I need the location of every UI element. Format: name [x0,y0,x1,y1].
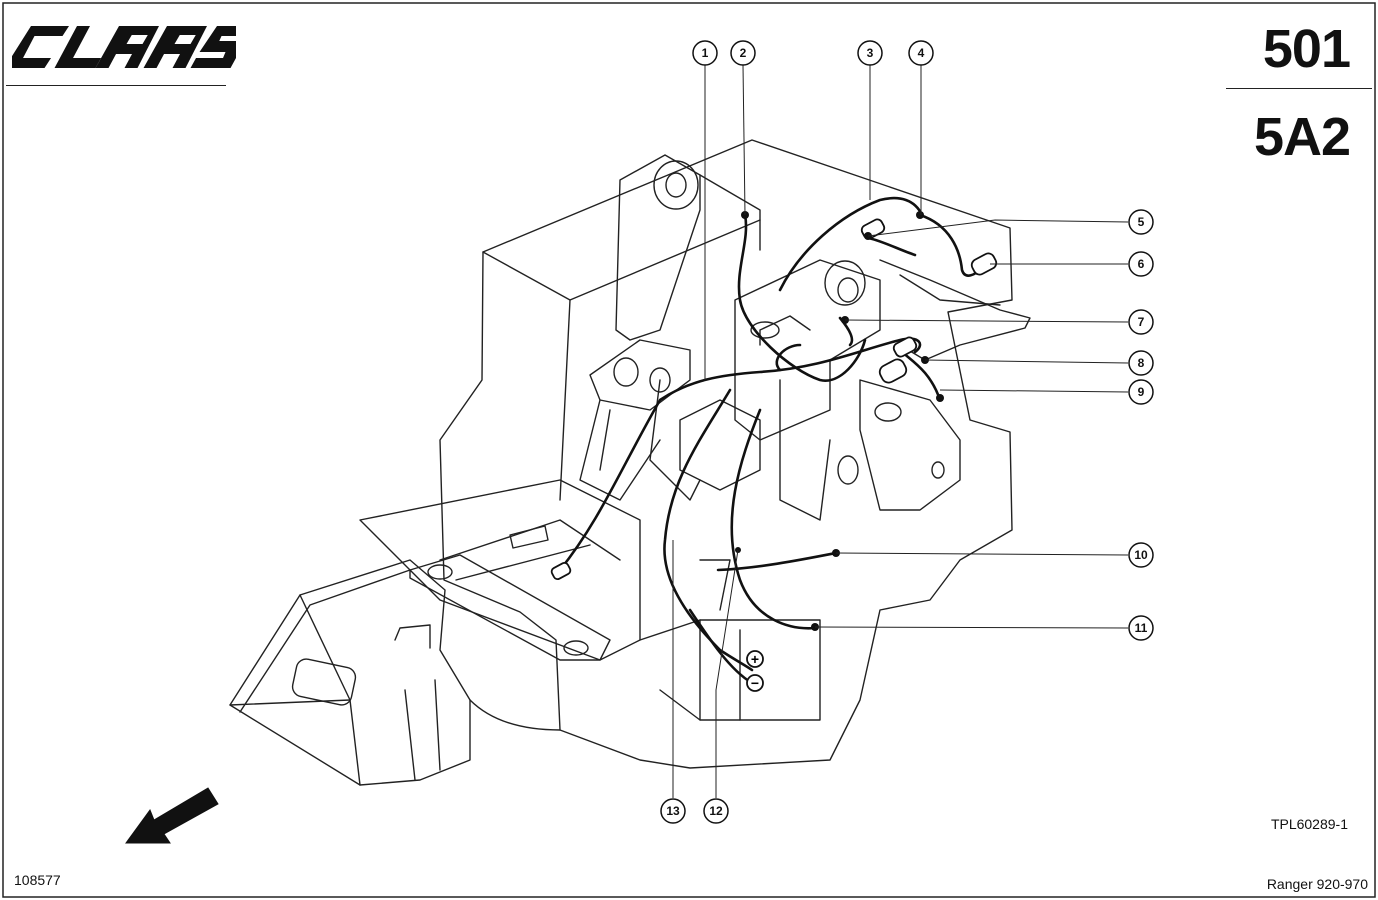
harness-upper [737,213,867,382]
battery-negative [746,674,764,692]
sensor-6 [970,252,998,276]
document-number: 108577 [14,872,61,888]
callout-10: 10 [1134,548,1148,562]
callout-7: 7 [1138,315,1145,329]
group-code: 501 [1262,19,1351,79]
code-divider [1226,88,1372,89]
harness-down [663,388,754,672]
harness-main [558,337,922,572]
right-arm [879,259,1031,361]
callout-11: 11 [1135,621,1148,635]
callout-12: 12 [709,804,723,818]
direction-arrow-icon [125,787,219,844]
front-nose [229,559,471,786]
sensor-8 [892,336,918,358]
cross-beam [409,554,611,661]
claas-logo [12,26,236,68]
callout-3: 3 [867,46,874,60]
subgroup-code: 5A2 [1253,107,1351,167]
housing-outline [439,139,1013,769]
positive-terminal-label: + [751,651,759,667]
callout-4: 4 [918,46,925,60]
battery-positive [746,650,764,668]
callout-8: 8 [1138,356,1145,370]
callout-6: 6 [1138,257,1145,271]
callout-9: 9 [1138,385,1145,399]
callout-2: 2 [740,46,747,60]
negative-terminal-label: − [751,675,759,691]
callout-5: 5 [1138,215,1145,229]
sensor-8b [878,358,908,384]
drawing-reference: TPL60289-1 [1270,816,1348,832]
machine-model: Ranger 920-970 [1266,876,1368,892]
callout-1: 1 [702,46,709,60]
logo-underline [6,85,226,86]
sensor-3 [860,218,886,240]
callout-13: 13 [666,804,680,818]
left-mast [615,154,701,341]
sensor-front [550,561,572,581]
